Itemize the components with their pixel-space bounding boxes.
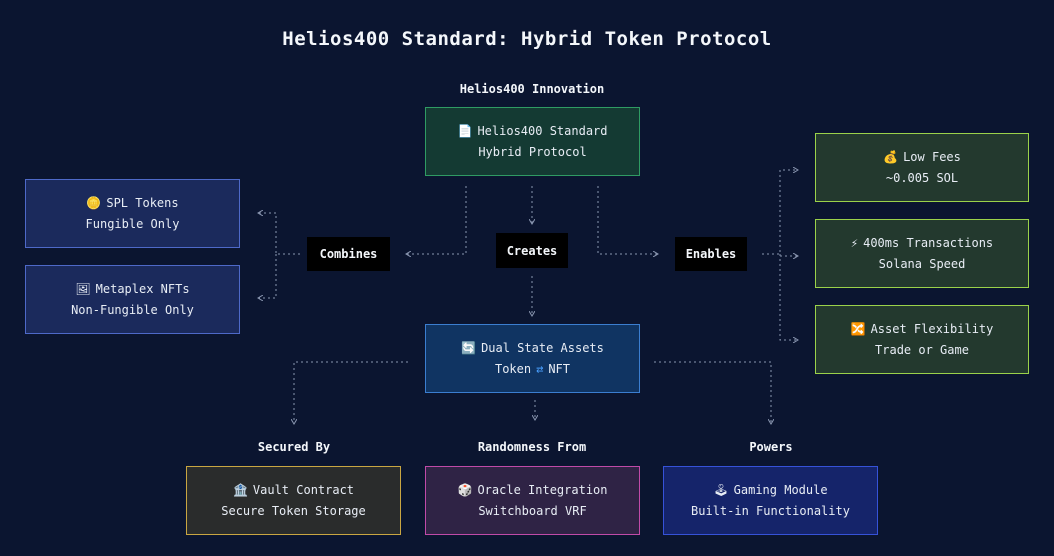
link-combines-nft bbox=[258, 254, 277, 298]
combines-tag: Combines bbox=[307, 237, 390, 271]
dual-token-text: Token bbox=[494, 361, 532, 376]
creates-tag: Creates bbox=[496, 233, 568, 268]
oracle-integration-node: 🎲 Oracle Integration Switchboard VRF bbox=[425, 466, 640, 535]
vault-subtitle: Secure Token Storage bbox=[221, 503, 366, 518]
link-dual-vault bbox=[294, 361, 408, 424]
flex-subtitle: Trade or Game bbox=[875, 342, 969, 357]
link-combines-spl bbox=[258, 213, 300, 255]
oracle-title: Oracle Integration bbox=[477, 482, 608, 497]
joystick-icon: 🕹 bbox=[713, 483, 729, 497]
spl-title: SPL Tokens bbox=[106, 195, 179, 210]
vault-contract-node: 🏦 Vault Contract Secure Token Storage bbox=[186, 466, 401, 535]
link-enables-fees bbox=[762, 170, 798, 255]
page-title: Helios400 Standard: Hybrid Token Protoco… bbox=[282, 28, 772, 50]
link-dual-gaming bbox=[654, 361, 771, 424]
speed-subtitle: Solana Speed bbox=[878, 256, 966, 271]
nft-title: Metaplex NFTs bbox=[95, 281, 190, 296]
powers-label: Powers bbox=[749, 440, 793, 454]
gaming-subtitle: Built-in Functionality bbox=[691, 503, 850, 518]
enables-tag: Enables bbox=[675, 237, 747, 271]
core-subtitle: Hybrid Protocol bbox=[478, 144, 587, 159]
link-core-combines bbox=[406, 186, 467, 254]
spl-tokens-node: 🪙 SPL Tokens Fungible Only bbox=[25, 179, 240, 248]
dice-icon: 🎲 bbox=[457, 483, 473, 497]
oracle-subtitle: Switchboard VRF bbox=[478, 503, 587, 518]
nft-subtitle: Non-Fungible Only bbox=[71, 302, 194, 317]
gaming-title: Gaming Module bbox=[733, 482, 828, 497]
gaming-module-node: 🕹 Gaming Module Built-in Functionality bbox=[663, 466, 878, 535]
core-title: Helios400 Standard bbox=[477, 123, 608, 138]
link-core-enables bbox=[597, 186, 658, 254]
link-enables-flex bbox=[779, 254, 798, 340]
dual-title: Dual State Assets bbox=[481, 340, 604, 355]
bank-icon: 🏦 bbox=[232, 483, 248, 497]
picture-icon: 🖼 bbox=[75, 282, 91, 296]
lightning-icon: ⚡ bbox=[850, 236, 859, 250]
page-icon: 📄 bbox=[457, 124, 473, 138]
metaplex-nfts-node: 🖼 Metaplex NFTs Non-Fungible Only bbox=[25, 265, 240, 334]
money-bag-icon: 💰 bbox=[883, 150, 899, 164]
dual-state-node: 🔄 Dual State Assets Token ⇄ NFT bbox=[425, 324, 640, 393]
shuffle-icon: 🔀 bbox=[850, 322, 866, 336]
randomness-label: Randomness From bbox=[477, 440, 587, 454]
speed-title: 400ms Transactions bbox=[863, 235, 994, 250]
fees-subtitle: ~0.005 SOL bbox=[885, 170, 959, 185]
flex-title: Asset Flexibility bbox=[870, 321, 994, 336]
asset-flexibility-node: 🔀 Asset Flexibility Trade or Game bbox=[815, 305, 1029, 374]
secured-by-label: Secured By bbox=[257, 440, 331, 454]
coin-icon: 🪙 bbox=[86, 196, 102, 210]
dual-nft-text: NFT bbox=[548, 361, 571, 376]
refresh-icon: 🔄 bbox=[461, 341, 477, 355]
swap-arrows-icon: ⇄ bbox=[536, 361, 544, 376]
innovation-label: Helios400 Innovation bbox=[459, 82, 605, 96]
fees-title: Low Fees bbox=[903, 149, 961, 164]
transactions-node: ⚡ 400ms Transactions Solana Speed bbox=[815, 219, 1029, 288]
spl-subtitle: Fungible Only bbox=[85, 216, 180, 231]
vault-title: Vault Contract bbox=[252, 482, 355, 497]
core-node: 📄 Helios400 Standard Hybrid Protocol bbox=[425, 107, 640, 176]
low-fees-node: 💰 Low Fees ~0.005 SOL bbox=[815, 133, 1029, 202]
